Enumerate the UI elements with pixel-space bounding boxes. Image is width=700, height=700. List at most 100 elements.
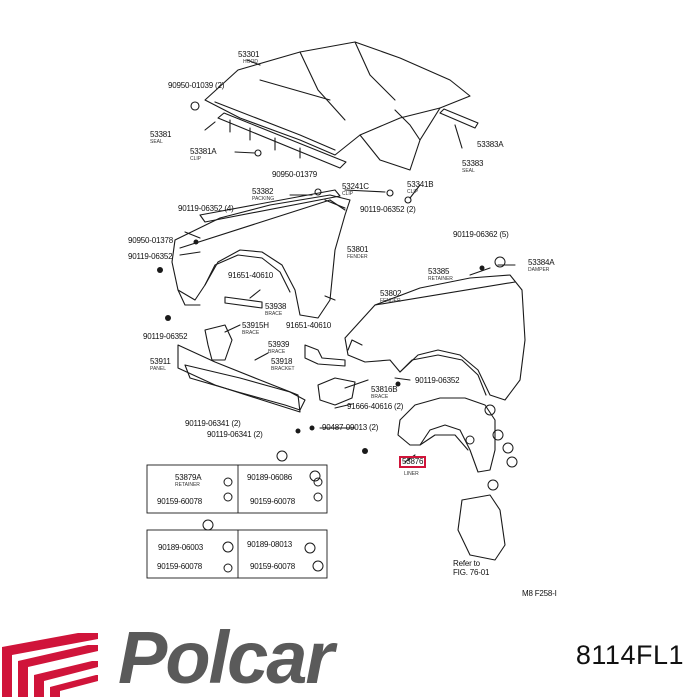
part-sublabel: BRACKET: [271, 366, 295, 372]
part-sublabel: CLIP: [407, 189, 419, 195]
part-sublabel: PACKING: [252, 196, 275, 202]
part-label: 90950-01378: [128, 236, 173, 245]
part-label: 53384A: [528, 258, 555, 267]
clip-part: [190, 101, 200, 111]
bolt-part: [295, 428, 301, 434]
part-label: 53381: [150, 130, 172, 139]
bracket-part: [317, 377, 356, 406]
part-label: 90119-06352: [415, 376, 460, 385]
part-label: 90119-06362 (5): [453, 230, 509, 239]
bolt-part: [309, 425, 315, 431]
part-label: 91666-40616 (2): [347, 402, 404, 411]
part-label: 90159-60078: [157, 497, 202, 506]
part-label: 53802: [380, 289, 402, 298]
part-label: 90189-08013: [247, 540, 292, 549]
retainer-part: [202, 519, 214, 531]
part-label: 53385: [428, 267, 450, 276]
retainer-box: [146, 464, 328, 514]
retainer-part: [312, 560, 324, 572]
part-label: 53915H: [242, 321, 269, 330]
part-sublabel: FENDER: [380, 298, 401, 304]
bolt-part: [362, 448, 368, 454]
part-label: 90119-06352 (4): [178, 204, 234, 213]
bolt-part: [479, 265, 485, 271]
clip-part: [465, 435, 475, 445]
part-sublabel: HOOD: [243, 59, 258, 65]
part-sublabel: RETAINER: [428, 276, 453, 282]
part-label: 90119-06352 (2): [360, 205, 416, 214]
part-label: 53938: [265, 302, 287, 311]
exploded-parts-diagram: [146, 41, 526, 579]
clip-part: [386, 189, 394, 197]
clip-part: [314, 188, 322, 196]
clip-part: [487, 479, 499, 491]
part-sublabel: CLIP: [190, 156, 202, 162]
bolt-part: [193, 239, 199, 245]
part-sublabel: FENDER: [347, 254, 368, 260]
part-label: 53383A: [477, 140, 504, 149]
part-label: 53879A: [175, 473, 202, 482]
clip-part: [502, 442, 514, 454]
part-label: 90950-01039 (2): [168, 81, 225, 90]
part-label: 90189-06003: [158, 543, 203, 552]
hood-seal-part: [217, 112, 347, 169]
polcar-brand-name: Polcar: [118, 616, 334, 699]
packing-part: [199, 189, 341, 223]
part-label: 53341B: [407, 180, 434, 189]
part-sublabel: DAMPER: [528, 267, 550, 273]
retainer-box: [146, 529, 328, 579]
part-sublabel: LINER: [404, 471, 419, 477]
retainer-part: [222, 541, 234, 553]
part-sublabel: PANEL: [150, 366, 167, 372]
part-label: 53911: [150, 357, 171, 366]
part-sublabel: SEAL: [150, 139, 163, 145]
part-label: 53801: [347, 245, 369, 254]
part-label: 90159-60078: [157, 562, 202, 571]
part-label: 90487-09013 (2): [322, 423, 379, 432]
part-number: 8114FL1: [575, 640, 684, 670]
part-label: 53301: [238, 50, 260, 59]
part-sublabel: SEAL: [462, 168, 475, 174]
retainer-part: [313, 492, 323, 502]
left-fender-part: [171, 194, 351, 319]
bolt-part: [395, 381, 401, 387]
part-sublabel: RETAINER: [175, 482, 200, 488]
figure-code: M8 F258-I: [522, 589, 557, 598]
retainer-part: [223, 477, 233, 487]
refer-note-line1: Refer to: [453, 559, 480, 568]
part-sublabel: BRACE: [268, 349, 286, 355]
part-label: 53939: [268, 340, 290, 349]
brace-part: [224, 296, 263, 309]
part-sublabel: BRACE: [371, 394, 389, 400]
clip-part: [506, 456, 518, 468]
retainer-part: [304, 542, 316, 554]
part-label: 91651-40610: [286, 321, 331, 330]
mudflap-part: [457, 494, 506, 561]
clip-part: [404, 196, 412, 204]
part-label: 53381A: [190, 147, 217, 156]
retainer-part: [223, 563, 233, 573]
part-label: 90119-06352: [128, 252, 173, 261]
bolt-part: [157, 267, 163, 273]
part-label: 53382: [252, 187, 274, 196]
brace-part: [204, 324, 233, 361]
refer-note-line2: FIG. 76-01: [453, 568, 490, 577]
retainer-part: [276, 450, 288, 462]
part-label: 90159-60078: [250, 497, 295, 506]
retainer-part: [223, 492, 233, 502]
panel-part: [177, 344, 301, 413]
part-label: 53918: [271, 357, 293, 366]
part-label: 90119-06341 (2): [185, 419, 241, 428]
polcar-logo-mark: [2, 633, 98, 697]
part-label: 90159-60078: [250, 562, 295, 571]
part-label: 90119-06352: [143, 332, 188, 341]
retainer-part: [313, 477, 323, 487]
highlighted-part-label: 53876: [399, 456, 427, 468]
right-fender-part: [344, 274, 526, 401]
fender-liner-part: [397, 397, 496, 473]
part-sublabel: BRACE: [242, 330, 260, 336]
part-sublabel: CLIP: [342, 191, 354, 197]
part-label: 53816B: [371, 385, 398, 394]
bolt-part: [165, 315, 171, 321]
damper-part: [494, 256, 506, 268]
